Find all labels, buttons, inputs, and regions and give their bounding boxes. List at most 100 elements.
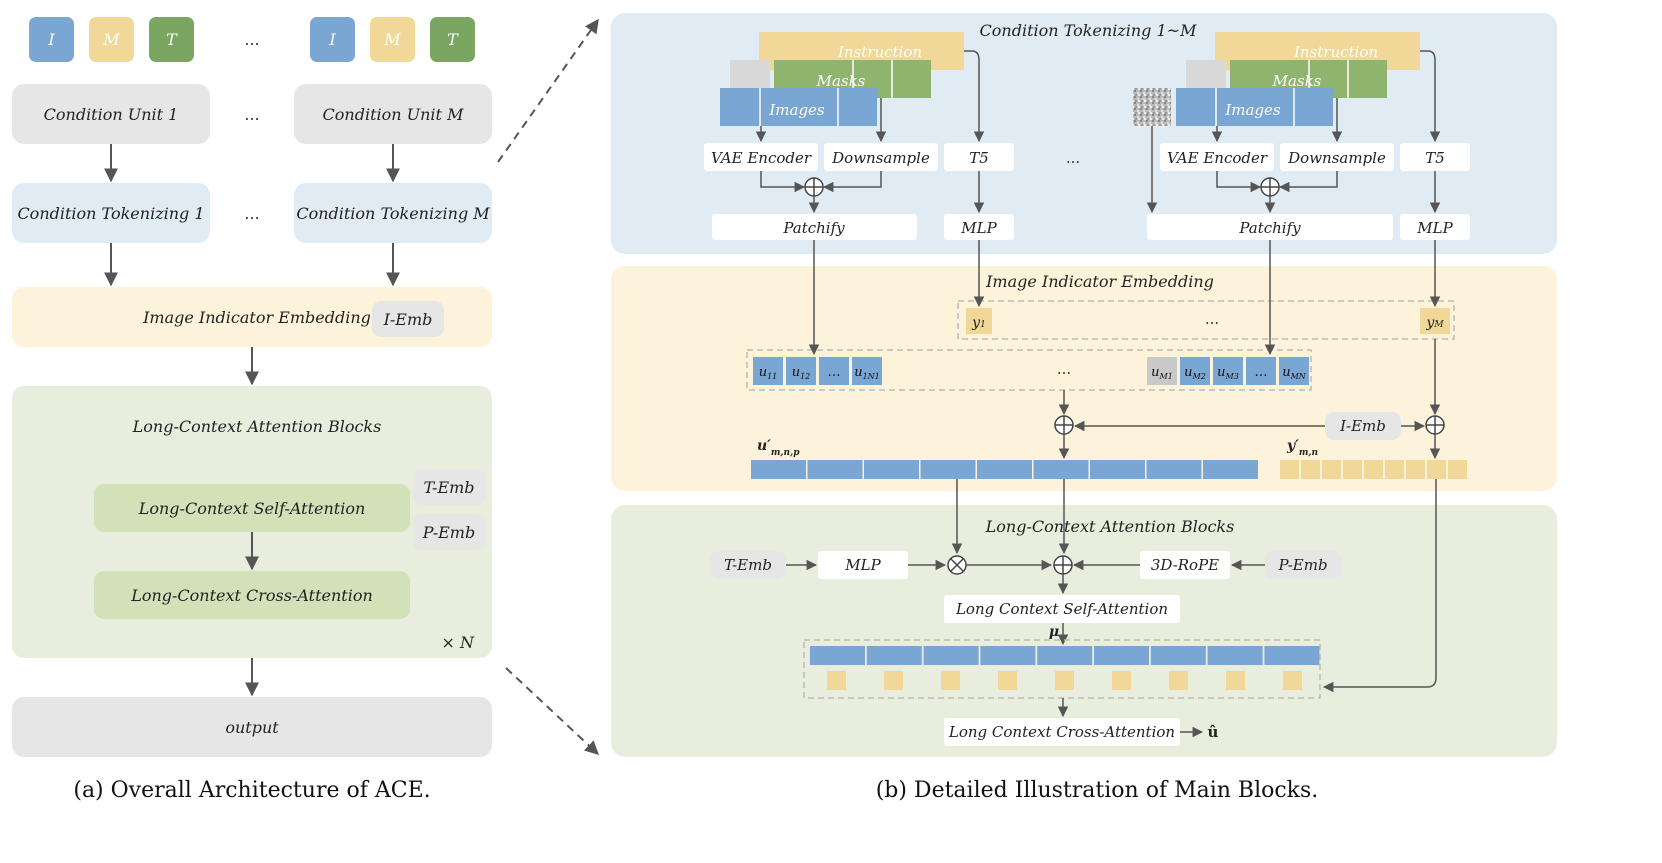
output-box [12,697,492,757]
mlp-box [1400,214,1470,240]
attn-segment [1150,646,1206,665]
y-ellipsis: ... [1205,310,1219,328]
unit-ellipsis: ... [244,105,259,124]
u-prime-segment [977,460,1032,479]
cross-attention-block [94,571,410,619]
attn-text-token [1226,671,1245,690]
attn-segment [1037,646,1093,665]
ym-label: yM [1425,315,1444,331]
connector [760,171,806,193]
cross-attention-label: Long Context Cross-Attention [948,723,1175,741]
y-prime-segment [1448,460,1467,479]
multiply-op [947,555,967,575]
y-prime-label: y′m,n [1286,438,1318,458]
lcab-title: Long-Context Attention Blocks [985,517,1235,536]
t5-box [1400,143,1470,171]
add-op [1260,177,1280,197]
u-token [786,357,816,385]
mlp-label: MLP [960,219,997,237]
attn-segment [866,646,922,665]
arrow [1420,50,1441,143]
patchify-box [712,214,917,240]
u-prime-label: u′m,n,p [757,438,800,458]
arrow [964,50,985,143]
condition-unit-1-label: Condition Unit 1 [44,105,179,124]
image-indicator-embedding [12,287,492,347]
u-dashed-container [746,349,1312,391]
condition-tokenizing-1 [12,183,210,243]
attn-text-token [1169,671,1188,690]
self-attention-label: Long-Context Self-Attention [138,499,366,518]
self-attention-box [944,595,1180,623]
input-stack-m: Instruction Masks Images [1133,32,1420,126]
u-hat-label: û [1208,723,1219,741]
cross-attention-label: Long-Context Cross-Attention [130,586,373,605]
caption-left: (a) Overall Architecture of ACE. [73,778,430,803]
token-mask [370,17,415,62]
t-emb-label: T-Emb [724,556,772,574]
output-label: output [225,718,279,737]
condition-tokenizing-m-label: Condition Tokenizing M [296,204,490,223]
patchify-label: Patchify [1238,219,1301,237]
attn-segment [1264,646,1320,665]
arrow [1322,479,1437,693]
y-prime-segment [1343,460,1362,479]
self-attention-block [94,484,410,532]
t5-box [944,143,1014,171]
token-mask-label: M [383,30,401,49]
y-prime-segment [1364,460,1383,479]
u-token [1213,357,1243,385]
attn-text-token [998,671,1017,690]
t5-label: T5 [1425,149,1445,167]
u-token [819,357,849,385]
self-attention-label: Long Context Self-Attention [955,600,1168,618]
lcab-title: Long-Context Attention Blocks [132,417,382,436]
u-prime-segment [1203,460,1258,479]
y-dashed-container [957,300,1455,340]
attn-segment [1207,646,1263,665]
token-image-label: I [328,30,336,49]
mlp-label: MLP [844,556,881,574]
attn-text-token [827,671,846,690]
token-text [430,17,475,62]
attention-dashed-container [803,639,1321,699]
add-op [1054,415,1074,435]
attn-text-tokens [827,671,1302,690]
u-token [1279,357,1309,385]
mlp-label: MLP [1416,219,1453,237]
attn-text-token [884,671,903,690]
t-emb-box [413,469,485,505]
y-prime-segment [1427,460,1446,479]
tok-ellipsis: ... [244,204,259,223]
condition-tokenizing-m [294,183,492,243]
grey-placeholder [1186,60,1226,90]
group-ellipsis: ... [1066,149,1080,167]
zoom-connector [505,667,600,755]
p-emb-label: P-Emb [422,523,475,542]
images-strip [1176,88,1333,126]
u-token [852,357,882,385]
downsample-label: Downsample [831,149,930,167]
connector [822,171,882,193]
attn-text-token [1112,671,1131,690]
y-prime-segment [1406,460,1425,479]
rope-label: 3D-RoPE [1151,556,1219,574]
patchify-box [1147,214,1393,240]
condition-unit-m [294,84,492,144]
u-prime-segment [920,460,976,479]
left-panel: I M T ... I M T Condition Unit 1 ... Con… [12,17,492,803]
token-text-label: T [447,30,459,49]
i-emb-box [1325,412,1401,440]
u-token-label: u11 [759,365,778,381]
images-label: Images [768,101,825,119]
masks-label: Masks [816,72,866,90]
zoom-connector [497,18,599,163]
add-op [1425,415,1445,435]
y-prime-segment [1280,460,1299,479]
attn-token-strip [810,646,1320,665]
u-token-label: … [1255,365,1268,380]
u-prime-segment [1146,460,1202,479]
